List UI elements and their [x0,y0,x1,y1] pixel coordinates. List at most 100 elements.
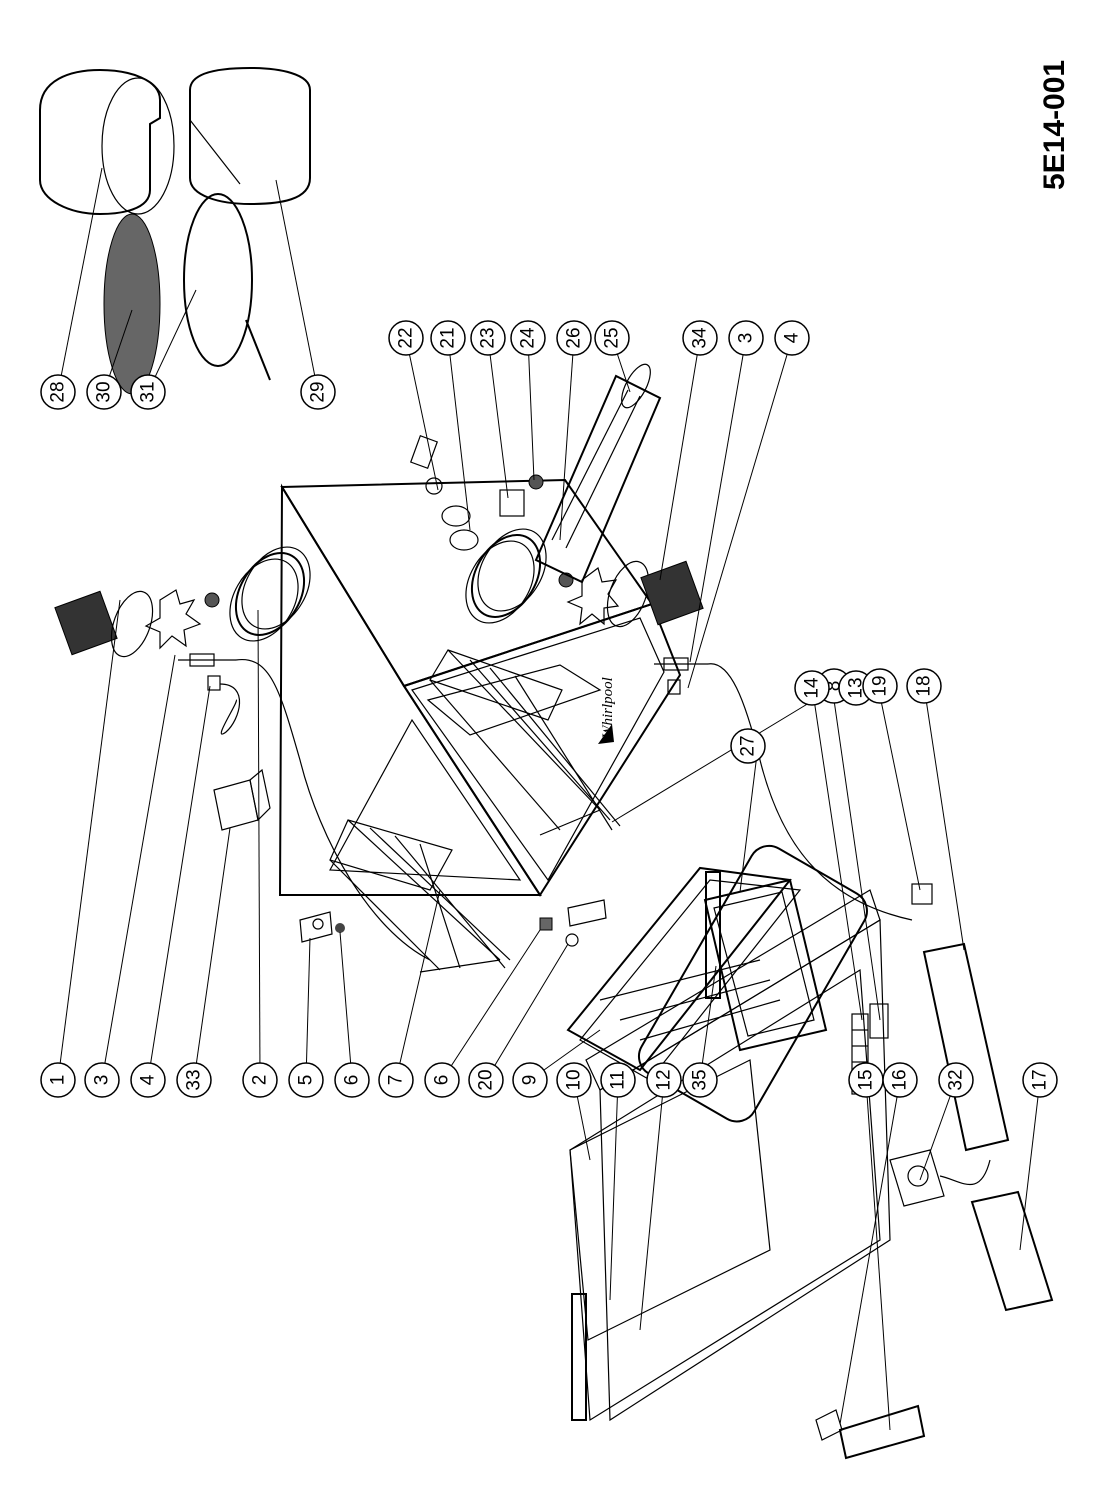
fan-motor-left [54,589,220,658]
oven-cavity [278,478,682,897]
callout-24: 24 [510,320,546,356]
callout-14: 14 [794,670,830,706]
callout-circle [430,320,466,356]
lamp-assembly [409,434,544,551]
callout-label: 30 [94,381,115,402]
callout-6: 6 [424,1062,460,1098]
callout-25: 25 [594,320,630,356]
rack-lower [329,819,511,973]
callout-6: 6 [334,1062,370,1098]
callout-23: 23 [470,320,506,356]
callout-circle [40,1062,76,1098]
callout-29: 29 [300,374,336,410]
callout-label: 31 [138,381,159,402]
switch-block-33 [213,768,271,831]
heating-ring-right [465,528,547,624]
callout-label: 33 [184,1069,205,1090]
callout-label: 15 [856,1069,877,1090]
callout-circle [470,320,506,356]
callout-circle [1022,1062,1058,1098]
callout-circle [594,320,630,356]
callout-label: 26 [564,327,585,348]
callout-label: 27 [738,735,759,756]
callout-17: 17 [1022,1062,1058,1098]
callout-4: 4 [774,320,810,356]
brand-text: Whirlpool [600,677,616,738]
drawing-code: 5E14-001 [1038,60,1071,190]
callout-circle [84,1062,120,1098]
callout-label: 4 [138,1074,159,1085]
callout-circle [300,374,336,410]
callout-3: 3 [728,320,764,356]
callout-label: 20 [476,1069,497,1090]
callout-label: 28 [48,381,69,402]
callout-label: 7 [386,1075,407,1086]
callout-label: 4 [782,332,803,343]
callout-circle [130,374,166,410]
callout-label: 19 [870,675,891,696]
tangential-fan-25 [534,363,662,584]
callout-label: 17 [1030,1069,1051,1090]
fan-motor-right [558,560,704,628]
callout-12: 12 [646,1062,682,1098]
callout-circle [600,1062,636,1098]
callout-label: 12 [654,1069,675,1090]
callout-circle [646,1062,682,1098]
callout-label: 18 [914,675,935,696]
callout-circle [938,1062,974,1098]
callout-label: 3 [736,333,757,344]
leader-lines [57,167,1041,1431]
callout-label: 11 [608,1070,629,1090]
callout-circle [176,1062,212,1098]
callout-22: 22 [388,320,424,356]
callout-33: 33 [176,1062,212,1098]
callout-circle [40,374,76,410]
callout-19: 19 [862,668,898,704]
callout-label: 24 [518,327,539,349]
callout-circle [728,320,764,356]
callout-circle [378,1062,414,1098]
thermostat-probe-right [654,657,913,921]
callout-label: 6 [342,1075,363,1086]
callout-label: 10 [564,1069,585,1090]
callout-circle [730,728,766,764]
callout-2: 2 [242,1062,278,1098]
callout-label: 16 [890,1069,911,1090]
callout-label: 1 [48,1075,69,1086]
callout-label: 14 [802,677,823,699]
callout-16: 16 [882,1062,918,1098]
callout-circle [512,1062,548,1098]
rack-upper [429,649,621,836]
callout-circle [882,1062,918,1098]
callout-circle [794,670,830,706]
callout-circle [862,668,898,704]
callout-label: 5 [296,1075,317,1086]
callout-label: 32 [946,1069,967,1090]
callout-label: 9 [520,1075,541,1086]
callout-circle [510,320,546,356]
callout-30: 30 [86,374,122,410]
callout-circle [288,1062,324,1098]
callout-label: 13 [846,677,867,698]
callout-9: 9 [512,1062,548,1098]
callout-circle [556,320,592,356]
callout-11: 11 [600,1062,636,1098]
callout-26: 26 [556,320,592,356]
callout-label: 3 [92,1075,113,1086]
callout-circle [682,320,718,356]
callout-circle [334,1062,370,1098]
callout-circle [424,1062,460,1098]
callout-circle [682,1062,718,1098]
brand-logo: Whirlpool [598,677,616,744]
callout-circle [906,668,942,704]
callout-7: 7 [378,1062,414,1098]
callout-27: 27 [730,728,766,764]
callout-31: 31 [130,374,166,410]
heating-ring-left [229,546,311,642]
callout-1: 1 [40,1062,76,1098]
callout-label: 23 [478,327,499,348]
callout-35: 35 [682,1062,718,1098]
